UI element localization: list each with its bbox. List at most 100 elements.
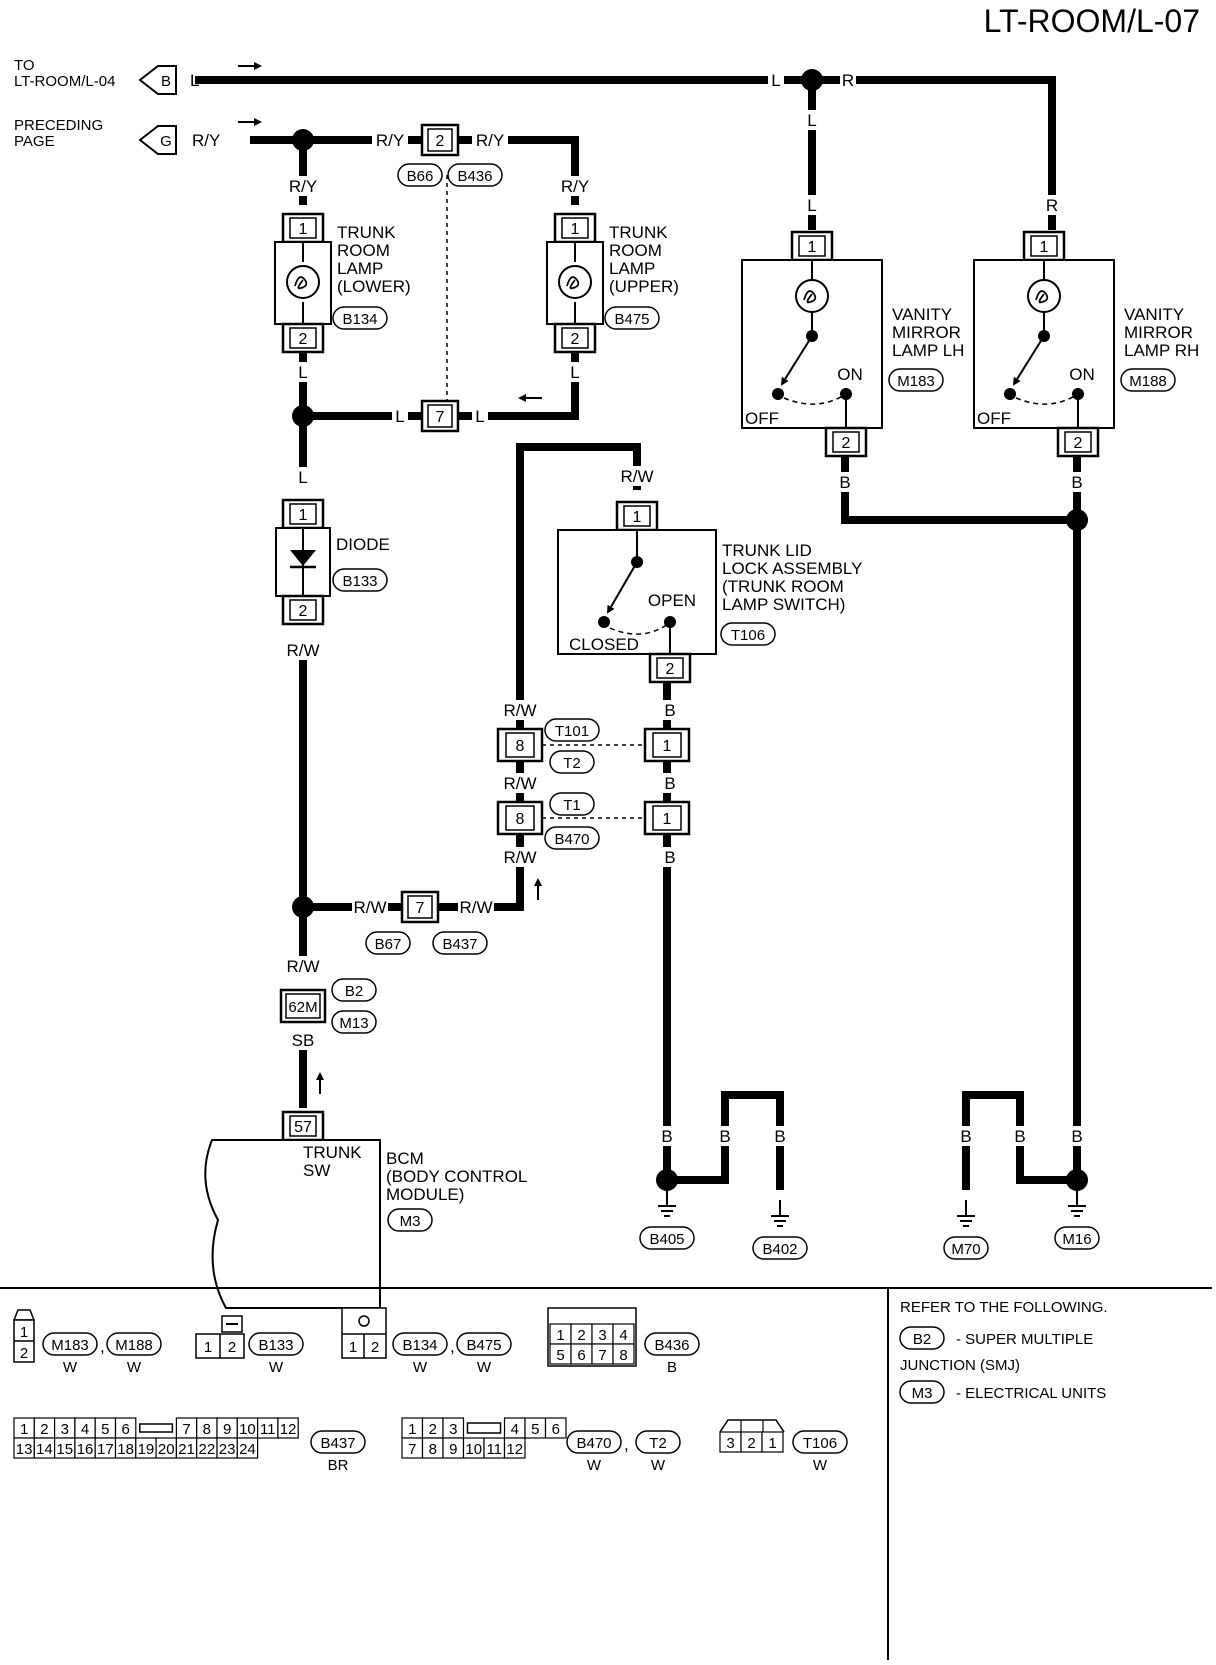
connector-pin-number: 8 [516, 811, 525, 828]
vanity-rh-name: LAMP RH [1124, 341, 1199, 360]
wire-label-bg [392, 406, 408, 426]
legend-pin-number: 2 [429, 1421, 437, 1438]
switch-closed-label: CLOSED [569, 635, 639, 654]
lamp-upper-name: TRUNK [609, 223, 668, 242]
connector-pin [1030, 235, 1058, 257]
offpage-label: TO [14, 57, 35, 74]
legend-connector-color: W [413, 1359, 428, 1376]
ground-M16 [1054, 1226, 1100, 1250]
wire-label-bg [502, 700, 538, 720]
switch-on-label: ON [837, 365, 863, 384]
connector-code-label: T1 [563, 797, 581, 814]
legend-pin-number: 10 [239, 1421, 256, 1438]
wire-color-label: L [395, 407, 404, 426]
connector-pin [289, 1115, 317, 1137]
wire-label-bg [958, 1126, 974, 1146]
legend-pin-number: 4 [619, 1327, 627, 1344]
switch-arm [606, 561, 638, 614]
legend-pin-number: 2 [40, 1421, 48, 1438]
wire-color-label: L [570, 363, 579, 382]
legend-pin-number: 12 [280, 1421, 297, 1438]
legend-connector-key [466, 1422, 502, 1434]
switch-arm [780, 335, 813, 386]
switch-on-label: ON [1069, 365, 1095, 384]
connector-pin-number: 2 [436, 133, 445, 150]
connector-code-label: M16 [1062, 1231, 1091, 1248]
legend-pin-number: 15 [56, 1441, 73, 1458]
offpage-label: PRECEDING [14, 117, 103, 134]
legend-connector-key [358, 1315, 370, 1327]
lamp-lower-name: TRUNK [337, 223, 396, 242]
offpage-label: LT-ROOM/L-04 [14, 73, 115, 90]
connector-pin-number: 1 [299, 221, 308, 238]
junction-dot [292, 896, 314, 918]
connector-code-label: M13 [339, 1015, 368, 1032]
legend-connector-color: W [587, 1457, 602, 1474]
legend-pin-number: 9 [223, 1421, 231, 1438]
wire-color-label: R/Y [192, 131, 220, 150]
connector-code-label: B470 [554, 831, 589, 848]
lamp-upper-name: LAMP [609, 259, 655, 278]
legend-connector-code [42, 1332, 98, 1356]
lamp-lower-name: ROOM [337, 241, 390, 260]
wire-color-label: L [298, 468, 307, 487]
bcm-body [204, 1139, 381, 1309]
wire-color-label: R [842, 71, 854, 90]
offpage-arrow-icon [138, 65, 177, 95]
connector-pin [1064, 431, 1092, 453]
wire-B-vanity-lh [841, 455, 1077, 524]
lamp-filament-icon [566, 276, 580, 290]
switch-contact [772, 388, 784, 400]
connector-code-B475 [604, 306, 660, 330]
legend-pin-number: 2 [747, 1435, 755, 1452]
legend-connector-code [310, 1430, 366, 1454]
connector-pin [561, 217, 589, 239]
connector-pin [407, 895, 433, 919]
legend-pin-number: 16 [77, 1441, 94, 1458]
wire-color-label: SB [292, 1031, 315, 1050]
legend-pin-number: 1 [20, 1421, 28, 1438]
legend-connector-color: BR [328, 1457, 349, 1474]
connector-pin [652, 732, 682, 758]
wire-color-label: R/Y [476, 131, 504, 150]
wire-color-label: R/W [620, 467, 653, 486]
lamp-icon [558, 265, 592, 299]
wire-label-bg [662, 773, 678, 793]
refer-text: - SUPER MULTIPLE [956, 1331, 1093, 1348]
legend-pin-number: 5 [556, 1347, 564, 1364]
connector-code-label: B475 [466, 1337, 501, 1354]
wire-label-bg [285, 176, 321, 196]
legend-pin-number: 20 [158, 1441, 175, 1458]
connector-code-M3 [387, 1208, 433, 1232]
connector-pin-number: 8 [516, 738, 525, 755]
wire-color-label: R [1046, 196, 1058, 215]
junction-dot [801, 69, 823, 91]
connector-code-label: B437 [320, 1435, 355, 1452]
connector-pin [289, 599, 317, 621]
wire-color-label: L [190, 71, 199, 90]
switch-off-label: OFF [745, 409, 779, 428]
refer-code-B2 [899, 1326, 945, 1350]
legend-pin-number: 2 [228, 1339, 236, 1356]
connector-code-label: M188 [1129, 373, 1167, 390]
switch-contact [1004, 388, 1016, 400]
legend-connector-code [392, 1332, 448, 1356]
junction-dot [1066, 509, 1088, 531]
legend-pin-number: 8 [429, 1441, 437, 1458]
legend-pin-cell [544, 1417, 567, 1439]
connector-code-B67 [365, 931, 411, 955]
legend-pin-number: 4 [511, 1421, 519, 1438]
connector-pin-number: 1 [571, 221, 580, 238]
wire-label-bg [619, 466, 655, 486]
vanity-rh-name: VANITY [1124, 305, 1184, 324]
wire-color-label: B [664, 701, 675, 720]
connector-code-label: B436 [654, 1337, 689, 1354]
junction-dot [292, 129, 314, 151]
connector-code-label: B67 [375, 936, 402, 953]
connector-code-label: B134 [402, 1337, 437, 1354]
connector-code-T2 [549, 750, 595, 774]
wire-color-label: B [1071, 1127, 1082, 1146]
connector-code-label: T2 [649, 1435, 667, 1452]
connector-pin [289, 217, 317, 239]
